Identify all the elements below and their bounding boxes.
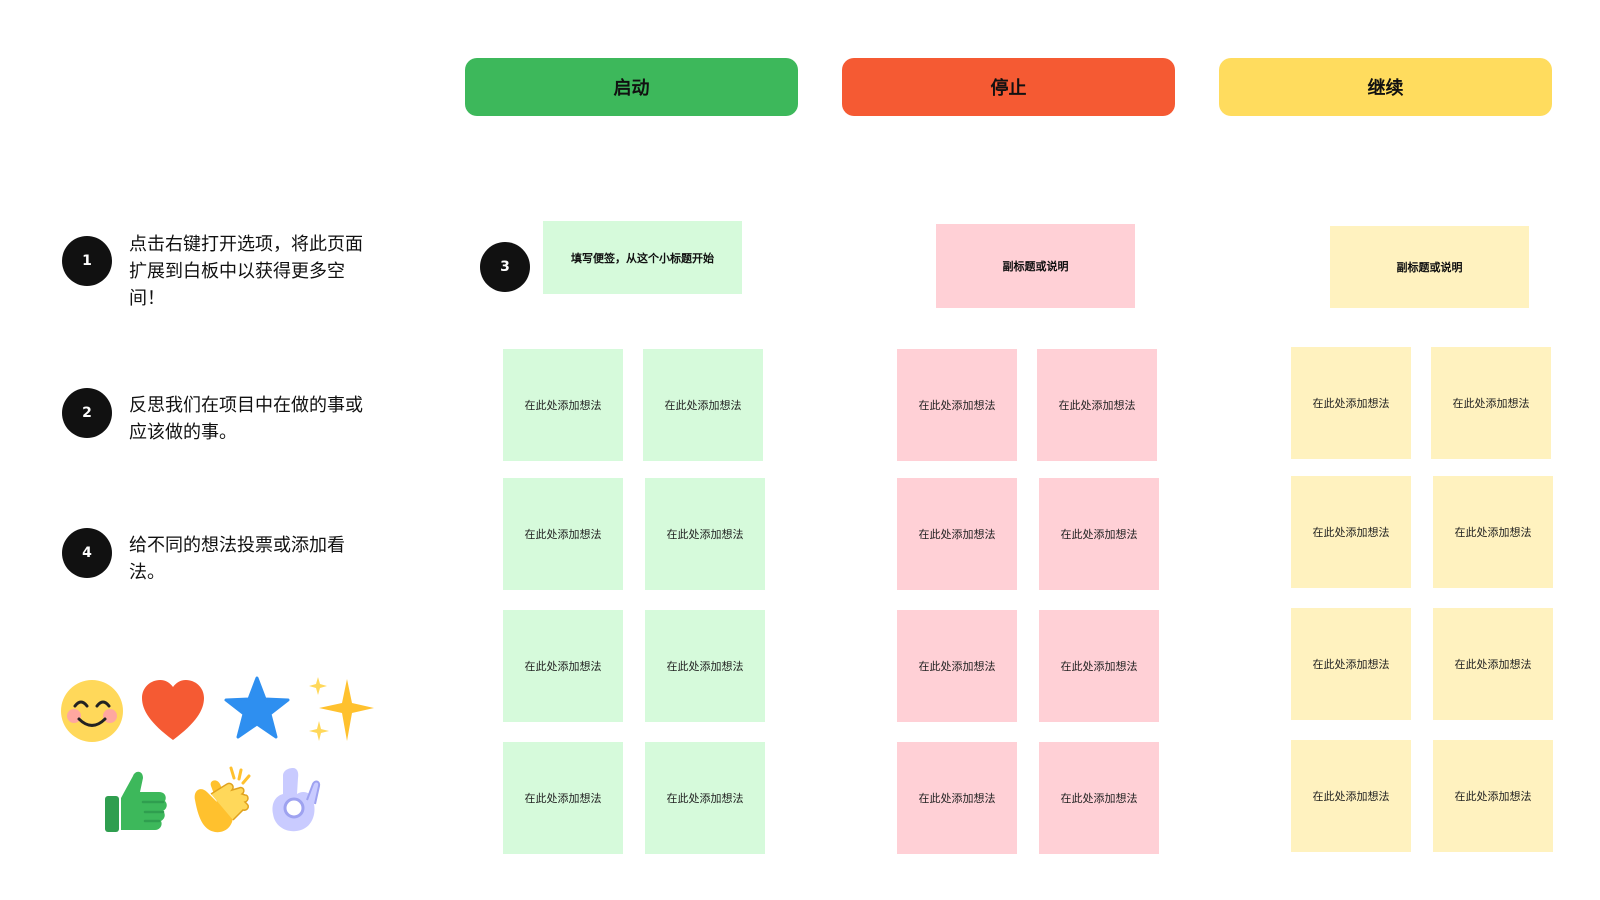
sticky-note[interactable]: 在此处添加想法 [1291,740,1411,852]
step-number-4: 4 [62,528,112,578]
sticky-note[interactable]: 在此处添加想法 [645,742,765,854]
sticky-note[interactable]: 在此处添加想法 [503,742,623,854]
column-header-stop[interactable]: 停止 [842,58,1175,116]
sticky-note[interactable]: 在此处添加想法 [645,478,765,590]
sticky-note[interactable]: 在此处添加想法 [503,349,623,461]
subtitle-stop[interactable]: 副标题或说明 [936,224,1135,308]
sticky-note[interactable]: 在此处添加想法 [1291,476,1411,588]
step-text-4: 给不同的想法投票或添加看法。 [129,535,345,583]
column-header-continue[interactable]: 继续 [1219,58,1552,116]
sticky-note[interactable]: 在此处添加想法 [1039,478,1159,590]
column-title-stop: 停止 [990,78,1027,99]
sticky-note[interactable]: 在此处添加想法 [1433,740,1553,852]
sticky-note[interactable]: 在此处添加想法 [643,349,763,461]
sticky-note[interactable]: 在此处添加想法 [897,478,1017,590]
thumbs-up-icon[interactable] [103,764,169,836]
smiling-face-icon[interactable] [59,678,125,744]
sticky-note[interactable]: 在此处添加想法 [503,478,623,590]
clapping-hands-icon[interactable] [187,764,257,836]
sticky-note[interactable]: 在此处添加想法 [1039,610,1159,722]
sticky-note[interactable]: 在此处添加想法 [1431,347,1551,459]
sticky-note[interactable]: 在此处添加想法 [1433,476,1553,588]
sticky-note[interactable]: 在此处添加想法 [1433,608,1553,720]
sticky-note[interactable]: 在此处添加想法 [897,610,1017,722]
column-title-start: 启动 [613,78,650,99]
sparkles-icon[interactable] [305,675,375,745]
sticky-note[interactable]: 在此处添加想法 [1037,349,1157,461]
sticky-note[interactable]: 在此处添加想法 [1291,347,1411,459]
subtitle-start[interactable]: 填写便签，从这个小标题开始 [543,221,742,294]
step-number-1: 1 [62,236,112,286]
heart-icon[interactable] [140,678,206,744]
sticky-note[interactable]: 在此处添加想法 [1291,608,1411,720]
step-number-2: 2 [62,388,112,438]
step-number-3: 3 [480,242,530,292]
star-icon[interactable] [224,675,290,741]
sticky-note[interactable]: 在此处添加想法 [897,349,1017,461]
ok-hand-icon[interactable] [267,764,327,836]
sticky-note[interactable]: 在此处添加想法 [1039,742,1159,854]
column-title-continue: 继续 [1367,78,1404,99]
sticky-note[interactable]: 在此处添加想法 [645,610,765,722]
column-header-start[interactable]: 启动 [465,58,798,116]
sticky-note[interactable]: 在此处添加想法 [503,610,623,722]
sticky-note[interactable]: 在此处添加想法 [897,742,1017,854]
step-text-1: 点击右键打开选项，将此页面扩展到白板中以获得更多空间！ [129,234,363,309]
subtitle-continue[interactable]: 副标题或说明 [1330,226,1529,308]
step-text-2: 反思我们在项目中在做的事或应该做的事。 [129,395,363,443]
